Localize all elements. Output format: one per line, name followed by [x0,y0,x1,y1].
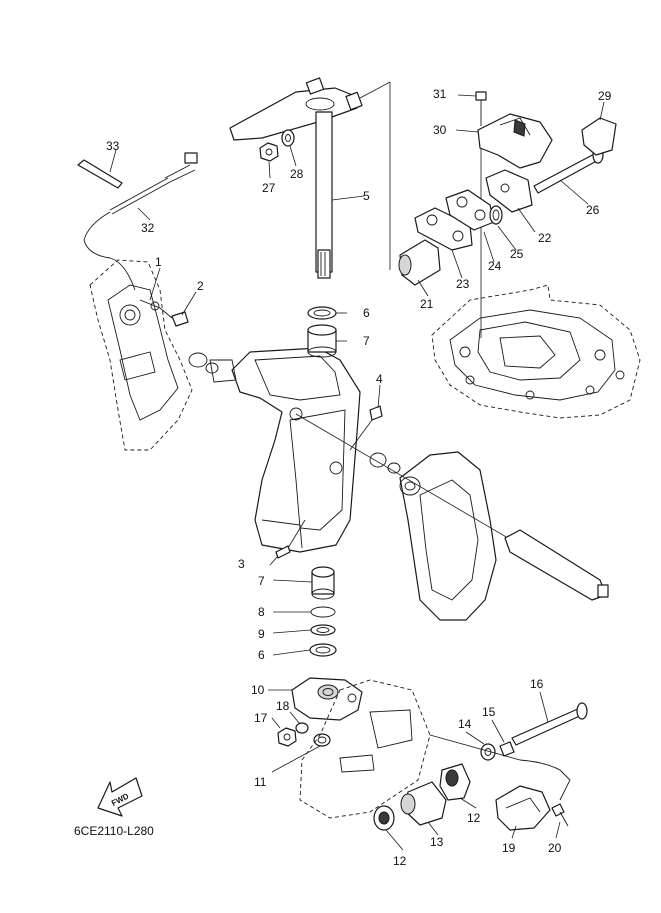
clip-29 [581,117,617,156]
callout-10: 10 [251,683,265,697]
callout-9: 9 [258,627,265,641]
mount-rubber-12a [373,805,395,831]
callout-6-upper: 6 [363,306,370,320]
washer-28 [281,129,295,147]
engine-block-outline [431,128,641,419]
callout-7-upper: 7 [363,334,370,348]
callout-14: 14 [458,717,472,731]
callout-30: 30 [433,123,447,137]
callout-8: 8 [258,605,265,619]
washer-18 [295,722,309,734]
callout-4: 4 [376,372,383,386]
forward-arrow: FWD [97,777,143,817]
nut-15 [499,741,515,757]
mount-cluster-upper [398,169,533,286]
callout-23: 23 [456,277,470,291]
callout-6-lower: 6 [258,648,265,662]
callout-1: 1 [155,255,162,269]
bushing-lower [309,566,337,657]
callout-16: 16 [530,677,544,691]
callout-13: 13 [430,835,444,849]
callout-leaders [109,94,605,851]
callout-31: 31 [433,87,447,101]
clamp-bracket-left [89,259,193,451]
callout-20: 20 [548,841,562,855]
lower-mount-bracket [291,677,363,721]
washer-14 [480,743,496,761]
wire-harness [77,152,198,327]
nipple-4 [349,405,383,451]
callout-25: 25 [510,247,524,261]
callout-7-lower: 7 [258,574,265,588]
bushing-upper [307,306,337,358]
lock-11 [313,733,331,747]
callout-32: 32 [141,221,155,235]
bolt-16 [429,702,588,761]
steering-shaft [229,77,391,279]
callout-11: 11 [254,775,267,789]
callout-2: 2 [197,279,204,293]
callout-5: 5 [363,189,370,203]
bracket-30 [477,113,553,169]
diagram-code: 6CE2110-L280 [74,824,154,838]
callout-29: 29 [598,89,612,103]
callout-19: 19 [502,841,516,855]
bolt-31 [475,91,487,126]
lower-case-outline [299,679,431,819]
callout-33: 33 [106,139,120,153]
bolt-20 [519,759,571,827]
callout-labels: 1 2 3 4 5 6 6 7 7 8 9 10 11 12 12 13 14 … [106,87,612,868]
mount-rubber-12b [439,763,471,801]
callout-26: 26 [586,203,600,217]
nut-27 [259,142,279,162]
swivel-bracket [188,347,361,553]
callout-22: 22 [538,231,552,245]
nut-17 [277,727,297,747]
cover-19 [495,785,551,831]
mount-rubber-13 [400,781,447,826]
callout-17: 17 [254,711,268,725]
callout-3: 3 [238,557,245,571]
callout-12-lower: 12 [393,854,407,868]
screw-3 [275,519,306,559]
callout-28: 28 [290,167,304,181]
callout-21: 21 [420,297,434,311]
callout-18: 18 [276,699,290,713]
callout-12-upper: 12 [467,811,481,825]
callout-15: 15 [482,705,496,719]
callout-27: 27 [262,181,276,195]
clamp-bracket-right [295,413,609,621]
callout-24: 24 [488,259,502,273]
